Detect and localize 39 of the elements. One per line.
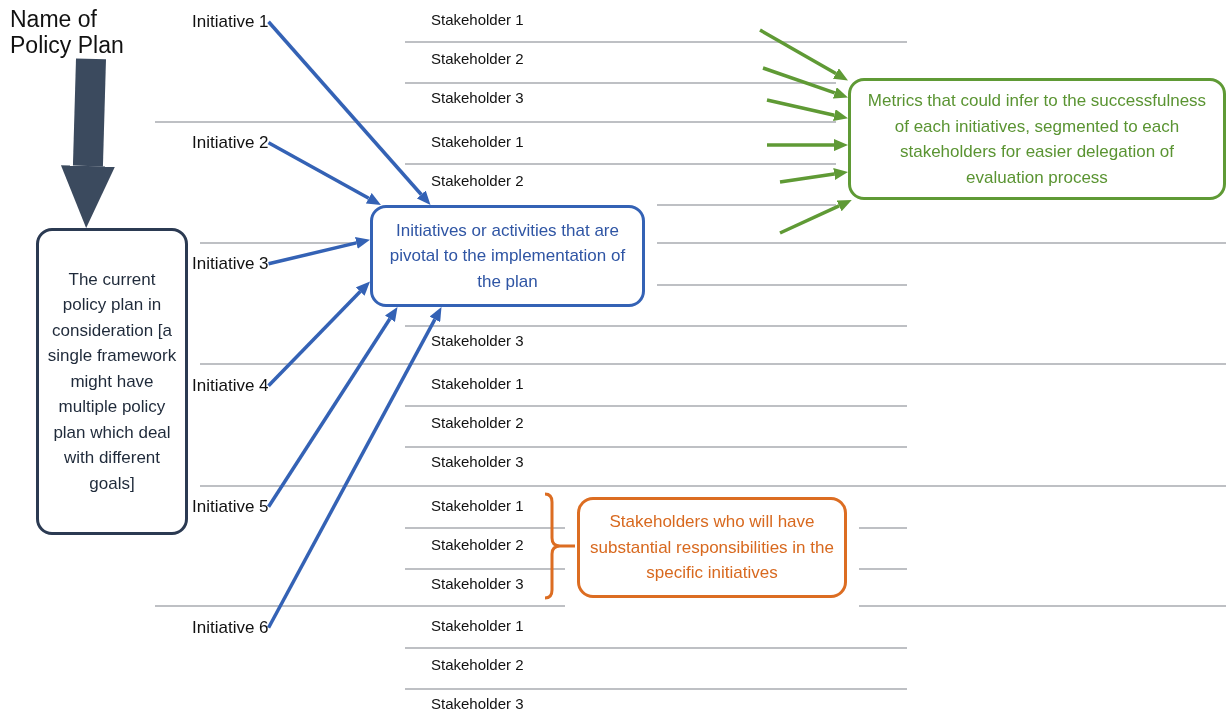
stakeholder-label: Stakeholder 2 bbox=[431, 172, 524, 189]
arrow bbox=[267, 307, 398, 508]
policy-plan-box: The current policy plan in consideration [a single framework might have multiple policy plan which deal with different goals] bbox=[36, 228, 188, 535]
initiative-label: Initiative 1 bbox=[192, 12, 269, 32]
stakeholder-label: Stakeholder 2 bbox=[431, 414, 524, 431]
initiative-label: Initiative 6 bbox=[192, 618, 269, 638]
callout-box: Stakeholders who will have substantial responsibilities in the specific initiatives bbox=[577, 497, 847, 598]
initiative-label: Initiative 4 bbox=[192, 376, 269, 396]
initiative-label: Initiative 2 bbox=[192, 133, 269, 153]
arrow bbox=[267, 281, 370, 387]
callout-box: Initiatives or activities that are pivotal to the implementation of the plan bbox=[370, 205, 645, 307]
block-arrow bbox=[60, 58, 115, 228]
stakeholder-label: Stakeholder 3 bbox=[431, 453, 524, 470]
initiative-label: Initiative 5 bbox=[192, 497, 269, 517]
stakeholder-label: Stakeholder 1 bbox=[431, 133, 524, 150]
stakeholder-label: Stakeholder 2 bbox=[431, 50, 524, 67]
arrow bbox=[766, 98, 848, 122]
stakeholder-label: Stakeholder 1 bbox=[431, 497, 524, 514]
arrow bbox=[767, 139, 848, 152]
stakeholder-label: Stakeholder 1 bbox=[431, 11, 524, 28]
stakeholder-label: Stakeholder 1 bbox=[431, 375, 524, 392]
stakeholder-label: Stakeholder 3 bbox=[431, 575, 524, 592]
arrow bbox=[267, 307, 442, 629]
stakeholder-label: Stakeholder 2 bbox=[431, 536, 524, 553]
arrow bbox=[779, 168, 848, 184]
stakeholder-label: Stakeholder 3 bbox=[431, 695, 524, 712]
stakeholder-label: Stakeholder 3 bbox=[431, 89, 524, 106]
stakeholder-label: Stakeholder 1 bbox=[431, 617, 524, 634]
callout-box: Metrics that could infer to the successfulness of each initiatives, segmented to each stakeholders for easier delegation of evaluation process bbox=[848, 78, 1226, 200]
arrow bbox=[267, 141, 381, 205]
stakeholder-label: Stakeholder 3 bbox=[431, 332, 524, 349]
arrow bbox=[267, 20, 431, 205]
arrow bbox=[762, 66, 848, 99]
initiative-label: Initiative 3 bbox=[192, 254, 269, 274]
stakeholder-label: Stakeholder 2 bbox=[431, 656, 524, 673]
arrow bbox=[779, 200, 852, 235]
arrow bbox=[268, 237, 370, 266]
arrow bbox=[759, 28, 848, 81]
heading-text: Name of Policy Plan bbox=[10, 6, 145, 59]
